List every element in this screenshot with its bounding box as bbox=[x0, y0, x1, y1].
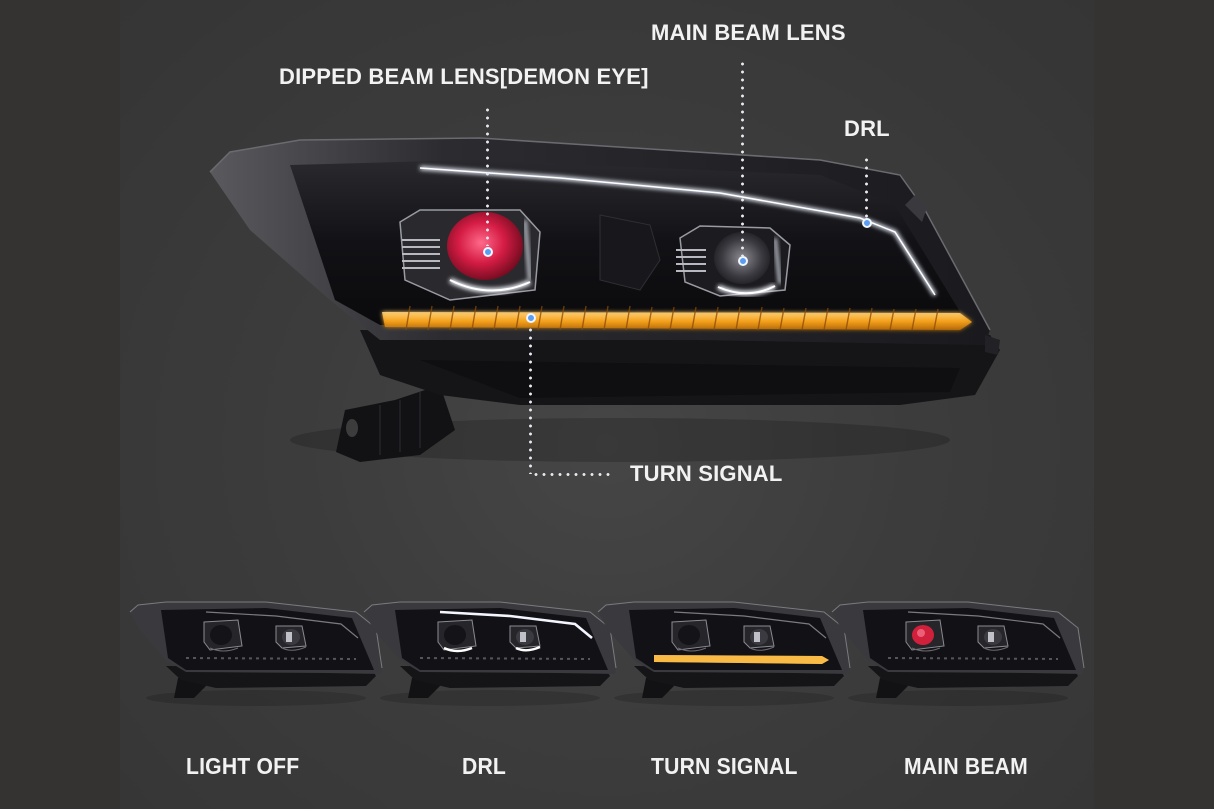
mode-caption: TURN SIGNAL bbox=[651, 753, 798, 779]
mode-caption: LIGHT OFF bbox=[186, 753, 300, 779]
thumbnail-headlamp-drl bbox=[363, 601, 617, 706]
callout-dot-main-beam bbox=[738, 256, 748, 266]
callout-line-turn-signal-horizontal bbox=[532, 473, 614, 476]
callout-line-main-beam bbox=[741, 60, 744, 256]
thumbnail-headlamp-turn-signal bbox=[597, 601, 851, 706]
callout-line-dipped-beam bbox=[486, 106, 489, 246]
callout-label-drl: DRL bbox=[844, 116, 890, 141]
callout-label-dipped-beam: DIPPED BEAM LENS[DEMON EYE] bbox=[279, 64, 649, 89]
callout-line-drl bbox=[865, 156, 868, 218]
mode-caption: DRL bbox=[462, 753, 507, 779]
callout-dot-dipped-beam bbox=[483, 247, 493, 257]
thumbnail-headlamp-main-beam bbox=[831, 601, 1085, 706]
callout-line-turn-signal-vertical bbox=[529, 326, 532, 474]
callout-dot-drl bbox=[862, 218, 872, 228]
mode-caption: MAIN BEAM bbox=[904, 753, 1028, 779]
callout-label-turn-signal: TURN SIGNAL bbox=[630, 461, 783, 486]
callout-label-main-beam: MAIN BEAM LENS bbox=[651, 20, 846, 45]
callout-dot-turn-signal bbox=[526, 313, 536, 323]
thumbnail-headlamp-light-off bbox=[129, 601, 383, 706]
